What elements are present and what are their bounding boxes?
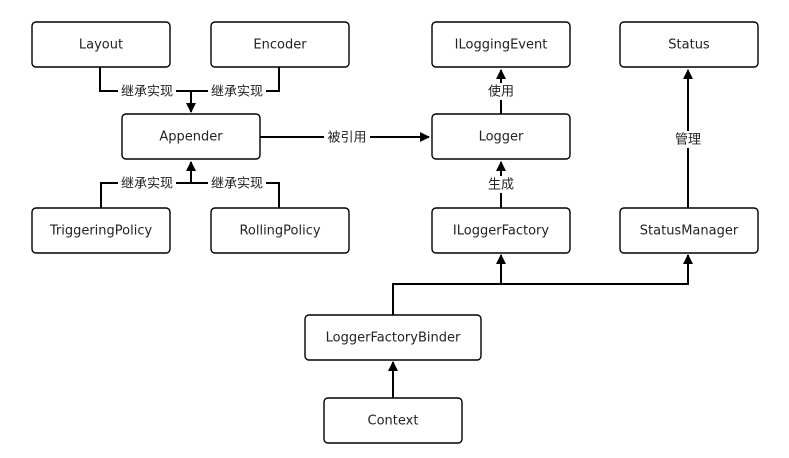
- node-ilogger-factory: ILoggerFactory: [431, 207, 571, 254]
- edge-label-text: 管理: [675, 133, 701, 148]
- edge-label-layout-appender: 继承实现: [118, 83, 176, 100]
- edge-label-statusmanager-status: 管理: [672, 131, 704, 148]
- node-context: Context: [323, 397, 463, 444]
- node-label: ILoggerFactory: [453, 224, 549, 239]
- node-label: TriggeringPolicy: [49, 224, 153, 239]
- edge-label-triggering-appender: 继承实现: [118, 175, 176, 192]
- edge-label-text: 生成: [488, 178, 514, 193]
- edge-label-encoder-appender: 继承实现: [208, 83, 266, 100]
- edge-label-text: 继承实现: [211, 177, 263, 192]
- node-logger: Logger: [431, 113, 571, 160]
- edge-label-logger-event: 使用: [485, 83, 517, 100]
- node-label: Context: [368, 414, 419, 429]
- edge-label-text: 被引用: [327, 131, 366, 146]
- node-appender: Appender: [121, 113, 261, 160]
- node-rolling-policy: RollingPolicy: [210, 207, 350, 254]
- node-encoder: Encoder: [210, 21, 350, 68]
- node-label: Layout: [79, 38, 123, 53]
- edge-label-text: 使用: [488, 84, 514, 100]
- node-status: Status: [619, 21, 759, 68]
- node-label: Appender: [159, 130, 223, 145]
- node-logger-factory-binder: LoggerFactoryBinder: [304, 314, 482, 361]
- node-ilogging-event: ILoggingEvent: [431, 21, 571, 68]
- edge-label-text: 继承实现: [121, 177, 173, 192]
- node-status-manager: StatusManager: [619, 207, 759, 254]
- edge-binder-statusmanager: [392, 254, 693, 315]
- edge-label-factory-logger: 生成: [485, 176, 517, 193]
- node-label: Status: [668, 38, 710, 53]
- edge-label-rolling-appender: 继承实现: [208, 175, 266, 192]
- edge-label-appender-logger: 被引用: [324, 129, 370, 146]
- edge-label-text: 继承实现: [121, 85, 173, 100]
- node-triggering-policy: TriggeringPolicy: [31, 207, 171, 254]
- node-layout: Layout: [31, 21, 171, 68]
- node-label: LoggerFactoryBinder: [326, 331, 461, 346]
- node-label: StatusManager: [640, 224, 739, 239]
- node-label: RollingPolicy: [239, 224, 320, 239]
- node-label: Logger: [479, 130, 524, 145]
- edge-label-text: 继承实现: [211, 85, 263, 100]
- node-label: ILoggingEvent: [455, 38, 548, 53]
- node-label: Encoder: [253, 38, 307, 53]
